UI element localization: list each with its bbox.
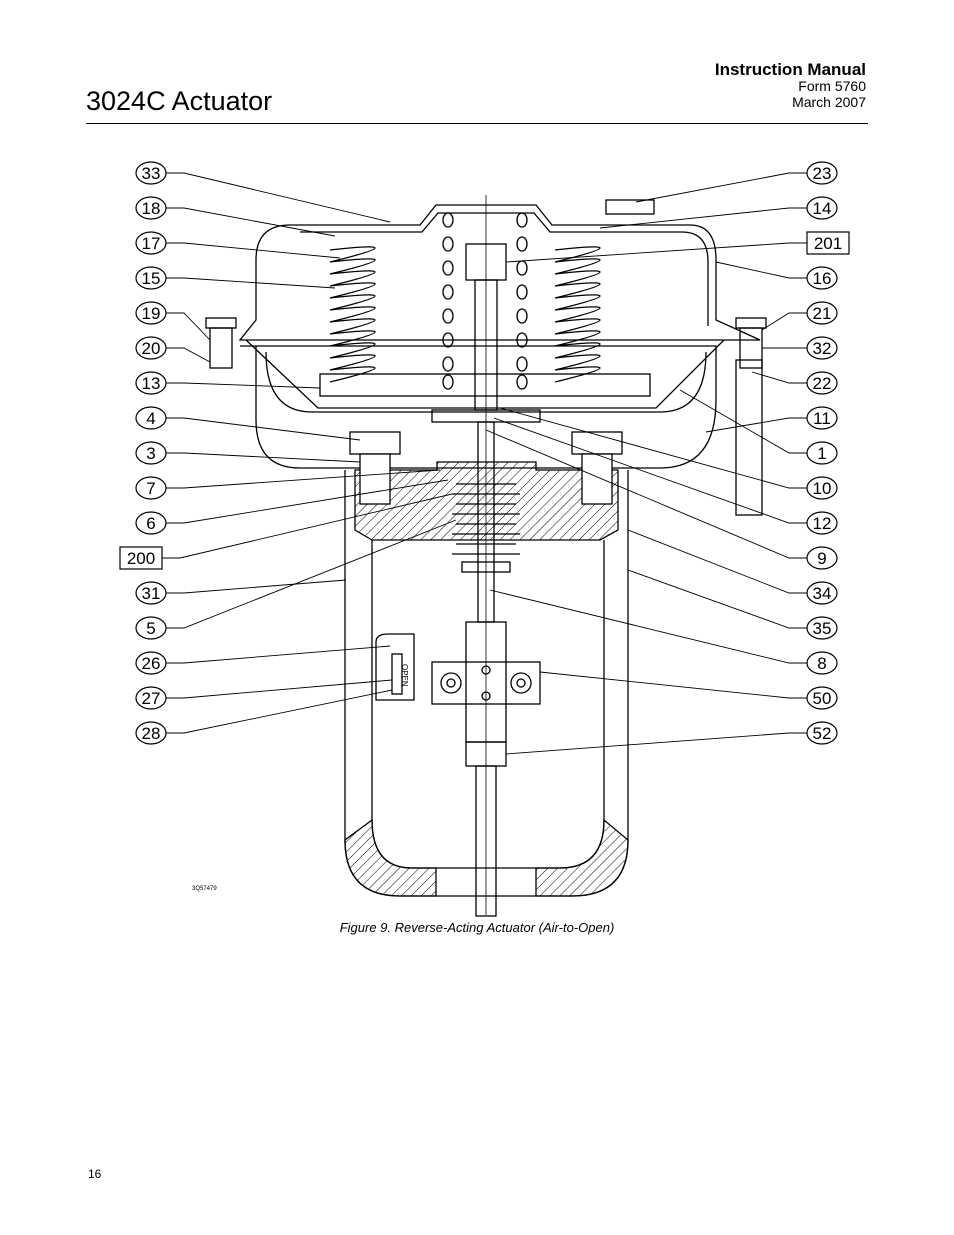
callout-31: 31 [135,579,347,605]
callout-11: 11 [705,406,838,433]
callout-14: 14 [599,196,838,229]
svg-text:52: 52 [813,724,832,743]
svg-text:34: 34 [813,584,832,603]
form-date: March 2007 [792,93,866,110]
svg-text:201: 201 [814,234,842,253]
callout-27: 27 [135,679,393,710]
indicator-label: OPEN [400,664,409,687]
callout-23: 23 [635,161,838,203]
svg-text:16: 16 [813,269,832,288]
callout-15: 15 [135,266,336,290]
svg-text:20: 20 [142,339,161,358]
callout-12: 12 [493,417,838,535]
callout-13: 13 [135,371,321,395]
callout-33: 33 [135,161,391,223]
callout-20: 20 [135,336,211,363]
svg-text:19: 19 [142,304,161,323]
svg-text:14: 14 [813,199,832,218]
header-info: Instruction Manual Form 5760 March 2007 [715,60,866,110]
callout-3: 3 [135,441,361,465]
callout-18: 18 [135,196,336,237]
callout-4: 4 [135,406,361,441]
svg-text:15: 15 [142,269,161,288]
svg-text:5: 5 [146,619,155,638]
svg-text:9: 9 [817,549,826,568]
callout-32: 32 [762,336,838,360]
callout-6: 6 [135,479,449,535]
svg-text:11: 11 [813,409,831,428]
header-rule [86,123,868,124]
callout-22: 22 [751,371,838,395]
callout-26: 26 [135,645,391,675]
callout-10: 10 [499,407,838,500]
callout-1: 1 [679,389,838,465]
callout-9: 9 [485,429,838,570]
svg-text:3: 3 [146,444,155,463]
figure-caption: Figure 9. Reverse-Acting Actuator (Air-t… [339,920,615,935]
svg-text:21: 21 [813,304,832,323]
callout-8: 8 [489,589,838,675]
svg-text:1: 1 [817,444,826,463]
svg-text:8: 8 [817,654,826,673]
callout-21: 21 [761,301,838,331]
callout-201: 201 [505,231,850,263]
callout-17: 17 [135,231,341,259]
svg-text:18: 18 [142,199,161,218]
svg-text:22: 22 [813,374,832,393]
drawing-id: 3Q57479 [192,886,217,892]
svg-text:28: 28 [142,724,161,743]
svg-text:31: 31 [142,584,161,603]
svg-text:35: 35 [813,619,832,638]
callout-34: 34 [627,529,838,605]
page-title: 3024C Actuator [86,86,273,116]
svg-text:7: 7 [146,479,155,498]
callout-52: 52 [505,721,838,755]
callout-28: 28 [135,689,393,745]
svg-text:6: 6 [146,514,155,533]
svg-text:26: 26 [142,654,161,673]
callout-50: 50 [539,671,838,710]
callout-200: 200 [119,493,453,570]
callout-19: 19 [135,301,211,341]
manual-label: Instruction Manual [714,60,866,79]
page-number: 16 [88,1167,102,1181]
svg-text:13: 13 [142,374,161,393]
svg-text:200: 200 [127,549,155,568]
actuator-drawing: OPEN 3Q57479 331817151920134376200315262… [119,161,850,917]
callout-35: 35 [627,569,838,640]
svg-text:23: 23 [813,164,832,183]
callout-16: 16 [715,261,838,290]
svg-text:33: 33 [142,164,161,183]
svg-text:10: 10 [813,479,832,498]
form-number: Form 5760 [798,78,866,95]
svg-text:32: 32 [813,339,832,358]
callout-5: 5 [135,519,457,640]
svg-text:50: 50 [813,689,832,708]
svg-text:4: 4 [146,409,155,428]
callout-7: 7 [135,469,441,500]
svg-text:17: 17 [142,234,161,253]
svg-text:12: 12 [813,514,832,533]
svg-text:27: 27 [142,689,161,708]
